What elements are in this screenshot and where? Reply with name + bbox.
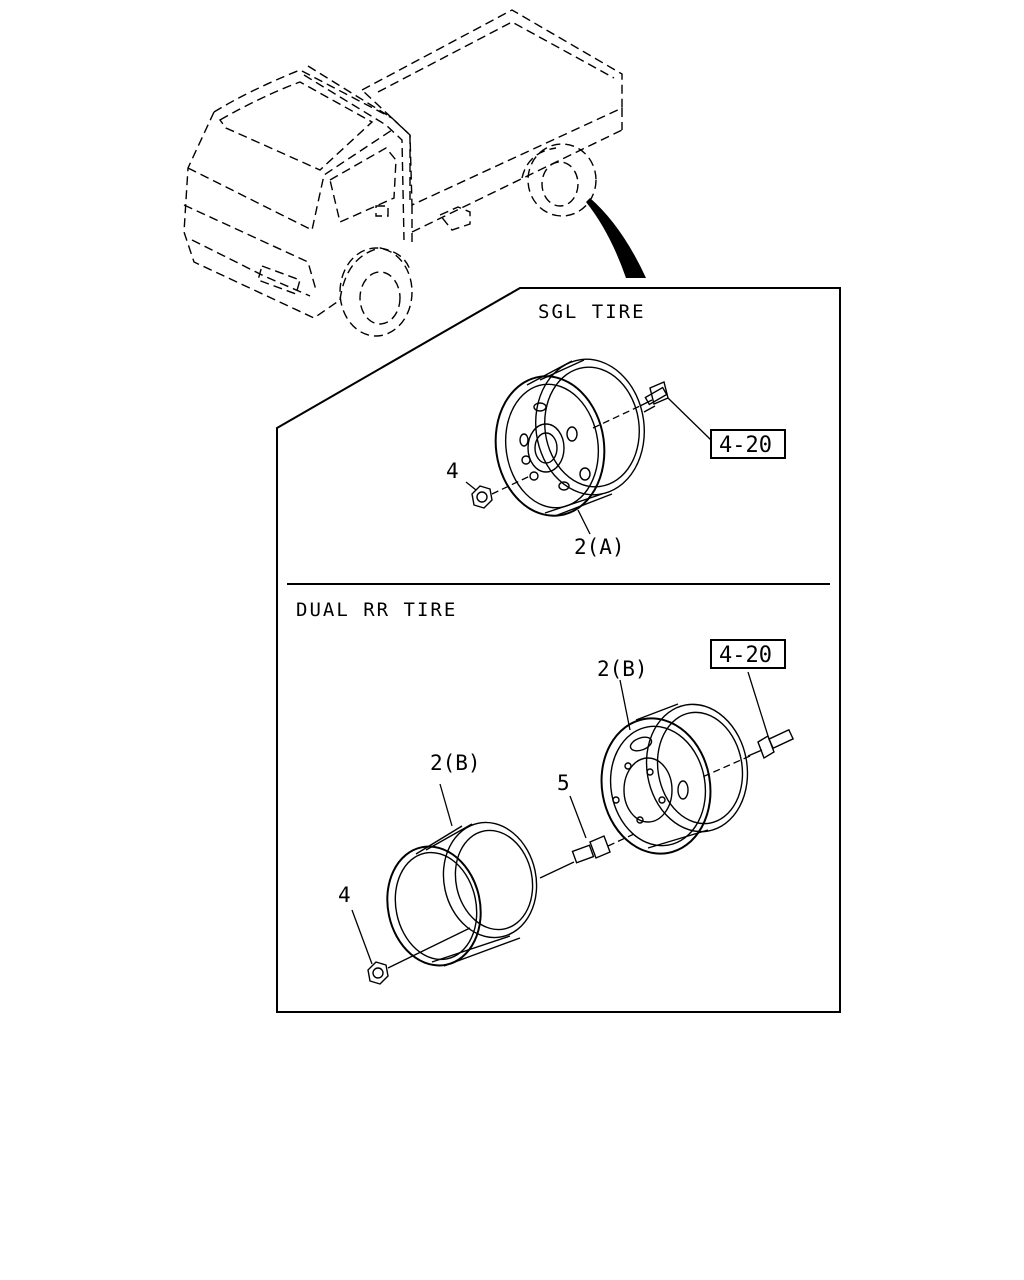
callout-dual-outer-wheel: 2(B)	[430, 751, 481, 775]
truck-illustration	[183, 9, 646, 337]
callout-dual-nut: 4	[338, 883, 351, 907]
callout-dual-inner-wheel: 2(B)	[597, 657, 648, 681]
single-hub-bolt	[639, 381, 669, 413]
callout-dual-stud: 5	[557, 771, 570, 795]
detail-frame	[276, 287, 841, 1013]
section-title-dual-rear-tire: DUAL RR TIRE	[296, 599, 457, 621]
dual-outer-wheel-2b	[386, 821, 538, 967]
section-title-single-tire: SGL TIRE	[538, 301, 646, 323]
dual-hub-bolt	[747, 728, 795, 760]
ref-dual: 4-20	[719, 643, 772, 668]
callout-sgl-nut: 4	[446, 459, 459, 483]
dual-stud	[571, 835, 611, 864]
ref-sgl: 4-20	[719, 433, 772, 458]
ref-box-dual	[710, 639, 786, 669]
ref-box-sgl	[710, 429, 786, 459]
single-nut	[471, 485, 493, 509]
dual-inner-wheel-2b	[600, 703, 749, 855]
callout-sgl-wheel: 2(A)	[574, 535, 625, 559]
dual-nut	[367, 961, 389, 985]
single-wheel-2a	[494, 358, 646, 517]
